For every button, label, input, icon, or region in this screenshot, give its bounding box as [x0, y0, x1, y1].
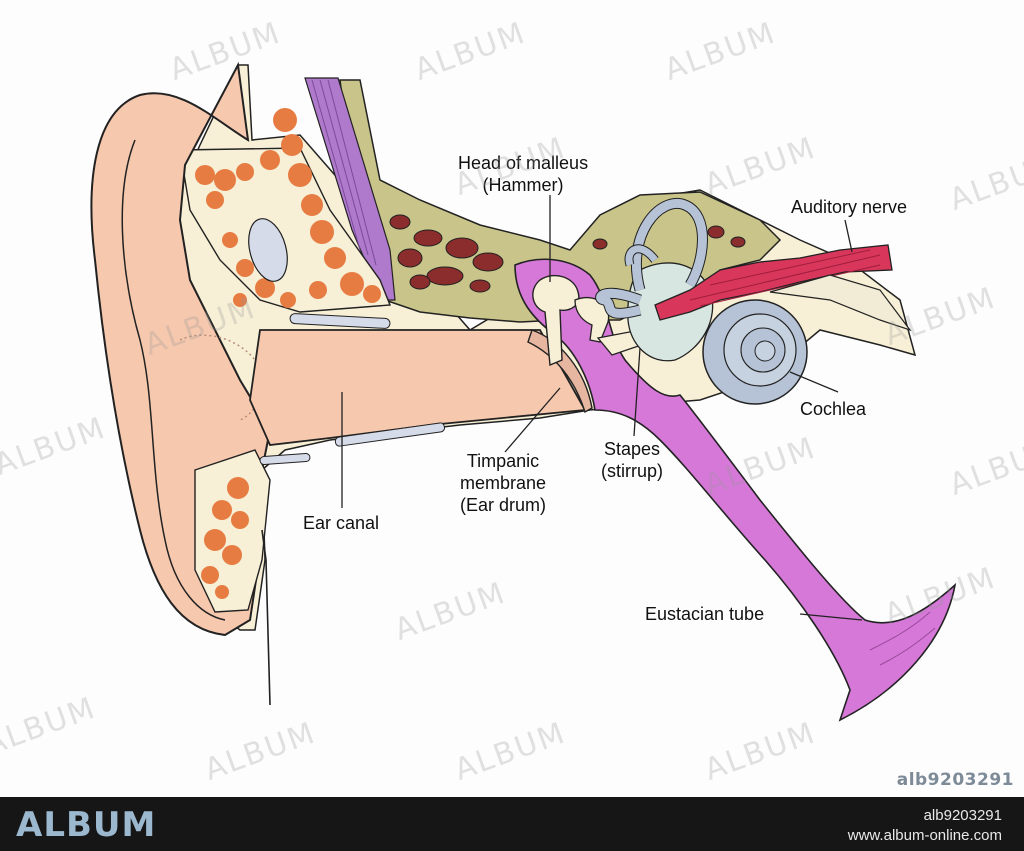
- middle-ear-cavity: [514, 258, 957, 722]
- label-stapes: Stapes (stirrup): [584, 438, 680, 482]
- helix-rim: [121, 139, 226, 621]
- label-head-of-malleus-line1: Head of malleus: [458, 153, 589, 173]
- muscle-fibers: [311, 79, 377, 266]
- temporal-bone: [339, 79, 782, 323]
- semicircular-canals: [595, 198, 708, 319]
- cartilage-strip-small: [259, 453, 311, 465]
- label-tympanic-line3: (Ear drum): [459, 495, 546, 515]
- malleus-ossicle: [532, 274, 580, 367]
- auditory-nerve: [654, 244, 893, 321]
- label-head-of-malleus-line2: (Hammer): [482, 175, 564, 195]
- lower-fat-globules: [201, 477, 249, 599]
- upper-fat-globules: [195, 108, 381, 308]
- incus-ossicle: [574, 297, 610, 343]
- label-tympanic-membrane: Timpanic membrane (Ear drum): [440, 450, 566, 516]
- footer-bar: ALBUM alb9203291 www.album-online.com: [0, 797, 1024, 851]
- label-cochlea: Cochlea: [800, 399, 867, 419]
- eustachian-fold-lines: [869, 611, 936, 666]
- footer-reference: alb9203291 www.album-online.com: [848, 806, 1002, 846]
- footer-website-link[interactable]: www.album-online.com: [847, 827, 1002, 844]
- footer-image-id: alb9203291: [923, 807, 1002, 824]
- auditory-nerve-fibers: [689, 249, 881, 307]
- upper-fat-tissue: [179, 147, 392, 313]
- cartilage-strip-upper: [289, 313, 391, 329]
- label-tympanic-line1: Timpanic: [466, 451, 540, 471]
- label-head-of-malleus: Head of malleus (Hammer): [458, 152, 588, 196]
- label-ear-canal: Ear canal: [303, 513, 380, 533]
- nerve-sheath: [769, 274, 912, 332]
- leader-lines: [341, 195, 863, 621]
- album-logo[interactable]: ALBUM: [16, 805, 157, 845]
- bone-marrow-cells: [389, 214, 746, 293]
- earlobe-line: [261, 529, 271, 706]
- label-eustacian-tube: Eustacian tube: [645, 604, 765, 624]
- diagram-canvas: Head of malleus (Hammer) Auditory nerve …: [0, 15, 1024, 790]
- label-stapes-line2: (stirrup): [601, 461, 663, 481]
- label-auditory-nerve: Auditory nerve: [791, 197, 908, 217]
- label-tympanic-line2: membrane: [459, 473, 547, 493]
- cochlea-spiral: [702, 299, 808, 405]
- label-stapes-line1: Stapes: [603, 439, 661, 459]
- ear-anatomy-illustration: [90, 61, 957, 722]
- cartilage-strip-lower: [334, 422, 446, 447]
- image-id-watermark: alb9203291: [896, 770, 1014, 790]
- cartilage-oval: [248, 218, 288, 282]
